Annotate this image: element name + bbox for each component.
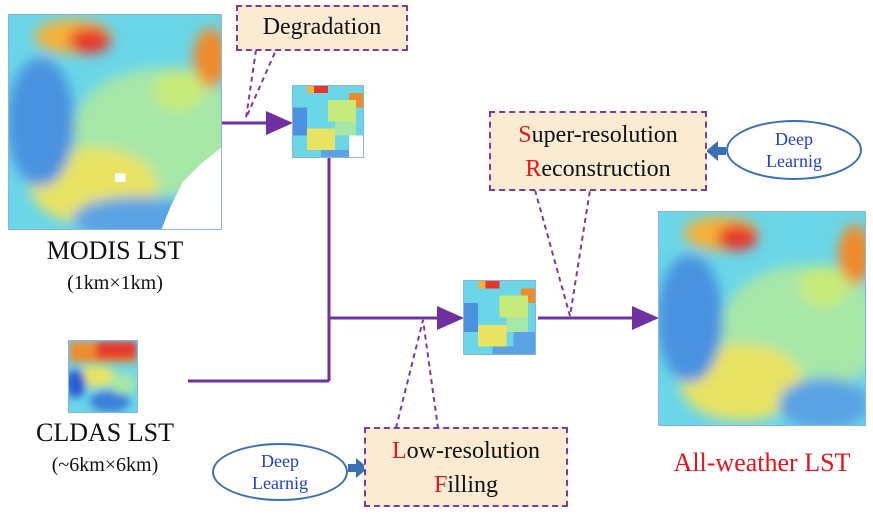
- low-resolution-initial-l: L: [392, 438, 407, 464]
- modis-lst-resolution: (1km×1km): [67, 272, 163, 294]
- cldas-lst-resolution: (~6km×6km): [51, 454, 159, 476]
- degradation-label: Degradation: [262, 14, 382, 40]
- deep-learning-top-line1: Deep: [775, 129, 813, 149]
- super-resolution-callout-pointer: [534, 189, 591, 317]
- super-resolution-line1: Super-resolution: [491, 118, 705, 152]
- super-resolution-line2: Reconstruction: [491, 152, 705, 186]
- degradation-callout: Degradation: [236, 5, 408, 51]
- deep-learning-bottom: Deep Learnig: [212, 443, 348, 501]
- deep-learning-top: Deep Learnig: [726, 120, 862, 180]
- low-resolution-rest-1: ow-resolution: [406, 438, 540, 464]
- super-resolution-callout: Super-resolution Reconstruction: [489, 111, 707, 191]
- deep-learning-bottom-line1: Deep: [261, 451, 299, 471]
- modis-lst-map: [8, 14, 222, 230]
- degradation-callout-pointer: [245, 49, 277, 119]
- super-resolution-initial-s: S: [518, 122, 532, 148]
- deep-learning-bottom-line2: Learnig: [252, 473, 308, 493]
- filled-lst-map: [463, 280, 536, 355]
- super-resolution-initial-r: R: [525, 156, 542, 182]
- low-resolution-callout: Low-resolution Filling: [364, 427, 568, 507]
- low-resolution-callout-pointer: [395, 319, 439, 429]
- super-resolution-rest-2: econstruction: [541, 156, 671, 182]
- all-weather-lst-title: All-weather LST: [673, 448, 851, 477]
- degraded-lst-map: [292, 85, 364, 158]
- modis-lst-title: MODIS LST: [46, 236, 184, 265]
- deep-learning-top-line2: Learnig: [766, 151, 822, 171]
- cldas-lst-title: CLDAS LST: [36, 418, 174, 447]
- low-resolution-initial-f: F: [433, 472, 448, 498]
- low-resolution-rest-2: illing: [447, 472, 499, 498]
- deep-learning-bottom-arrow: [348, 458, 368, 478]
- all-weather-lst-map: [658, 211, 866, 426]
- low-resolution-line1: Low-resolution: [366, 434, 566, 468]
- low-resolution-line2: Filling: [366, 468, 566, 502]
- super-resolution-rest-1: uper-resolution: [531, 122, 678, 148]
- deep-learning-top-arrow: [706, 141, 726, 161]
- cldas-lst-map: [68, 340, 138, 413]
